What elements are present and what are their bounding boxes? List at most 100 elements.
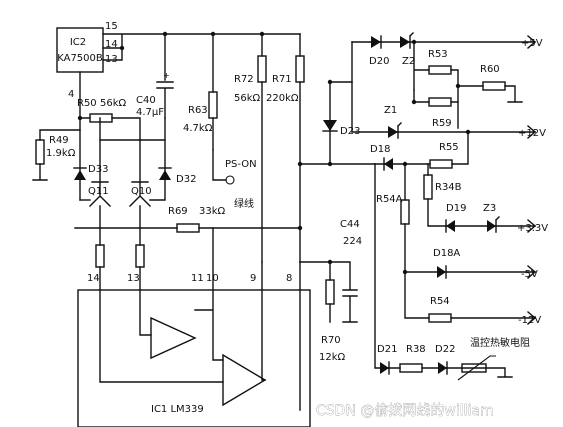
d21-ref: D21 (377, 344, 397, 355)
ps-on-terminal: PS-ON 绿线 (212, 149, 257, 210)
ic2-pin14: 14 (105, 39, 118, 50)
ic2-pin4: 4 (68, 89, 74, 100)
d18-diode: D18 (370, 129, 471, 171)
d19-diode: D19 (445, 203, 466, 233)
r59-resistor: R59 (413, 97, 459, 129)
r63-ref: R63 (188, 105, 208, 116)
d18a-ref: D18A (433, 248, 460, 259)
r71-val: 220kΩ (266, 93, 299, 104)
r49-val: 1.9kΩ (46, 148, 76, 159)
d19-ref: D19 (446, 203, 466, 214)
ic1-pin8: 8 (286, 273, 292, 284)
d18-ref: D18 (370, 144, 390, 155)
rail-p12v: +12V (518, 128, 546, 139)
r34b-resistor: R34B (423, 163, 536, 227)
thermistor-label: 温控热敏电阻 (470, 336, 530, 349)
r70-ref: R70 (321, 335, 341, 346)
d23-diode: D23 (322, 120, 360, 137)
top-bus (119, 31, 301, 93)
d23-ref: D23 (340, 126, 360, 137)
csdn-watermark: CSDN @偷拨网线的william (316, 403, 494, 419)
r63-resistor: R63 4.7kΩ (183, 91, 218, 151)
rail-p5v: +5V (521, 38, 543, 49)
c40-val: 4.7μF (136, 107, 164, 118)
d20-ref: D20 (369, 56, 389, 67)
ic1-pin9: 9 (250, 273, 256, 284)
z2-ref: Z2 (402, 56, 415, 67)
rail-n12v: -12V (518, 315, 541, 326)
q10-ref: Q10 (131, 186, 152, 197)
ic1-pin14-resistor (95, 244, 105, 268)
d33-diode: D33 (73, 129, 108, 201)
c40-capacitor: + C40 4.7μF (136, 71, 174, 119)
ic2-pin15: 15 (105, 21, 118, 32)
ic1-comparator-inputs (99, 266, 224, 383)
transistor-collectors (99, 205, 141, 246)
r34b-ref: R34B (435, 182, 462, 193)
r60-resistor: R60 (455, 64, 523, 103)
ic1-pin14: 14 (87, 273, 100, 284)
r49-ref: R49 (49, 135, 69, 146)
r69-val: 33kΩ (199, 206, 226, 217)
z1-zener: Z1 (351, 81, 536, 139)
comparator-1 (150, 316, 197, 360)
ic1-pin11-pin10 (194, 227, 224, 361)
ic1-pin13-resistor (135, 244, 145, 268)
r72-ref: R72 (234, 74, 254, 85)
comparator-2 (222, 353, 267, 407)
r54-resistor: R54 (428, 296, 452, 323)
d20-diode: D20 (351, 35, 536, 67)
r60-ref: R60 (480, 64, 500, 75)
q10-transistor: Q10 (129, 139, 152, 207)
r72-resistor: R72 56kΩ (234, 55, 267, 263)
ic1-pin11: 11 (191, 273, 204, 284)
r53-ref: R53 (428, 49, 448, 60)
c44-val: 224 (343, 236, 362, 247)
rail-p33v: +3.3V (517, 223, 548, 234)
z1-ref: Z1 (384, 105, 397, 116)
r54a-resistor: R54A (376, 161, 536, 319)
c44-ref: C44 (340, 219, 360, 230)
r69-ref: R69 (168, 206, 188, 217)
r63-val: 4.7kΩ (183, 123, 213, 134)
r53-resistor: R53 (411, 39, 459, 129)
c44-capacitor: C44 224 (329, 219, 362, 323)
green-wire-label: 绿线 (234, 197, 254, 210)
ic1-pin9-pin8 (261, 261, 301, 411)
r59-ref: R59 (432, 118, 452, 129)
q11-transistor: Q11 (79, 139, 111, 207)
output-rails: +5V +12V +3.3V -5V -12V (517, 35, 548, 326)
r49-resistor: R49 1.9kΩ (32, 117, 81, 181)
r71-ref: R71 (272, 74, 292, 85)
r54-ref: R54 (430, 296, 450, 307)
d32-diode: D32 (149, 117, 196, 201)
r70-val: 12kΩ (319, 352, 346, 363)
z2-zener: Z2 (400, 32, 415, 67)
r69-resistor: R69 33kΩ (74, 206, 303, 233)
r55-ref: R55 (439, 142, 459, 153)
r50-ref: R50 (77, 98, 97, 109)
z3-ref: Z3 (483, 203, 496, 214)
c40-ref: C40 (136, 95, 156, 106)
r55-resistor: R55 (429, 142, 459, 169)
d32-ref: D32 (176, 174, 196, 185)
thermistor-line: D21 R38 D22 温控热敏电阻 (374, 163, 530, 381)
r50-resistor: R50 56kΩ (77, 98, 141, 141)
z3-zener: Z3 (483, 203, 500, 233)
r72-val: 56kΩ (234, 93, 261, 104)
r54a-ref: R54A (376, 194, 403, 205)
r70-resistor: R70 12kΩ (319, 259, 346, 363)
r71-resistor: R71 220kΩ (266, 55, 305, 263)
ic1-label: IC1 LM339 (151, 404, 204, 415)
ic2-block: IC2 KA7500B 15 14 13 4 (56, 21, 301, 119)
ic1-block: IC1 LM339 14 13 11 10 9 8 (77, 273, 311, 427)
r38-ref: R38 (406, 344, 426, 355)
svg-text:+: + (163, 71, 170, 80)
q11-ref: Q11 (88, 186, 109, 197)
r50-val: 56kΩ (100, 98, 127, 109)
ic2-part: KA7500B (57, 53, 103, 64)
right-feedback-bus (297, 41, 376, 167)
rail-n5v: -5V (521, 269, 538, 280)
d33-ref: D33 (88, 164, 108, 175)
